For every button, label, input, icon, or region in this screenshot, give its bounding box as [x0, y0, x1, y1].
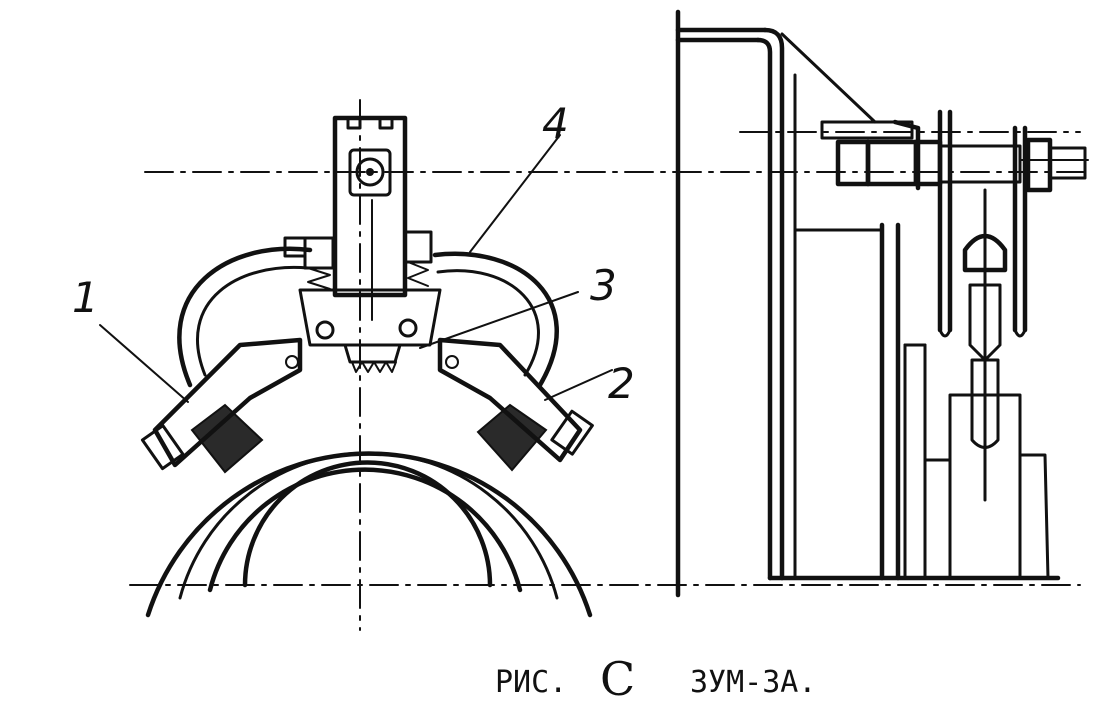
callout-2: 2: [608, 359, 635, 408]
right-pad: [476, 403, 548, 472]
caption-prefix: РИС.: [495, 665, 567, 700]
leader-lines: [99, 134, 613, 403]
callout-4: 4: [542, 99, 569, 148]
figure-caption: РИС. C ЗУМ-3А.: [495, 652, 816, 706]
left-shoe: [152, 337, 303, 468]
callout-3: 3: [590, 261, 617, 310]
side-view-assembly: [675, 9, 1089, 598]
spring-arc: [177, 246, 559, 388]
brake-shoes: [140, 337, 594, 471]
brake-pads: [190, 403, 548, 474]
left-pad: [190, 403, 264, 474]
right-shoe: [437, 337, 583, 463]
lever-assembly: [283, 115, 442, 373]
caption-number: C: [600, 652, 635, 706]
drum: [145, 451, 593, 618]
caption-title: ЗУМ-3А.: [690, 665, 816, 700]
callout-1: 1: [72, 273, 99, 322]
callouts: 1 2 3 4: [72, 99, 635, 408]
